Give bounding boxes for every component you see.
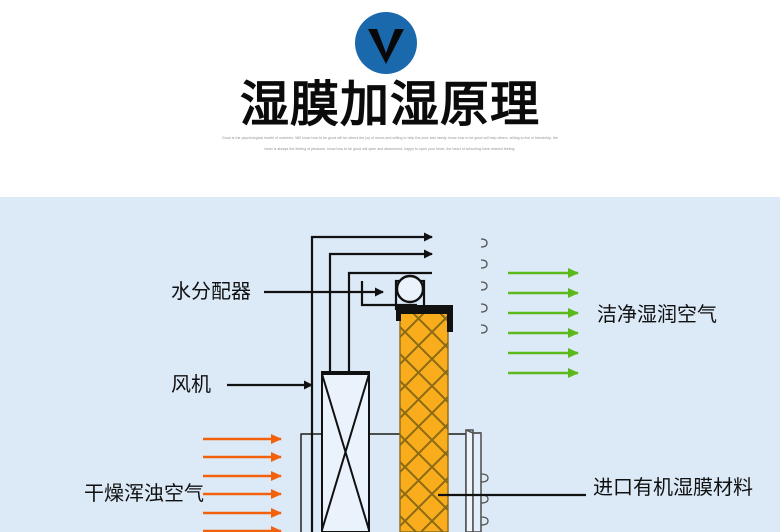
- label-clean-moist-air: 洁净湿润空气: [597, 302, 717, 326]
- humidifier-diagram: 水分配器 风机 干燥浑浊空气 洁净湿润空气 进口有机湿膜材料: [0, 197, 780, 532]
- page-title: 湿膜加湿原理: [239, 76, 540, 133]
- clean-air-outlet-arrows: [508, 268, 579, 378]
- page-subtitle: Good is the psychological health of nutr…: [222, 136, 558, 151]
- humidifier-schematic: [203, 232, 586, 532]
- page-header: 湿膜加湿原理 Good is the psychological health …: [0, 0, 780, 197]
- chevron-down-logo-icon: [368, 29, 404, 64]
- brand-logo: [355, 12, 417, 74]
- wet-film-media: [396, 305, 453, 532]
- leader-lines: [227, 287, 586, 497]
- outlet-wall: [465, 429, 489, 532]
- label-dry-turbid-air: 干燥浑浊空气: [84, 481, 204, 505]
- label-fan: 风机: [171, 372, 211, 396]
- label-wet-film-material: 进口有机湿膜材料: [593, 475, 753, 499]
- wall-vent-marks-visible: [480, 238, 488, 334]
- fan-unit: [321, 371, 370, 532]
- label-water-distributor: 水分配器: [171, 279, 251, 303]
- dry-air-intake-arrows: [203, 434, 282, 532]
- wall-vent-marks: [480, 473, 489, 526]
